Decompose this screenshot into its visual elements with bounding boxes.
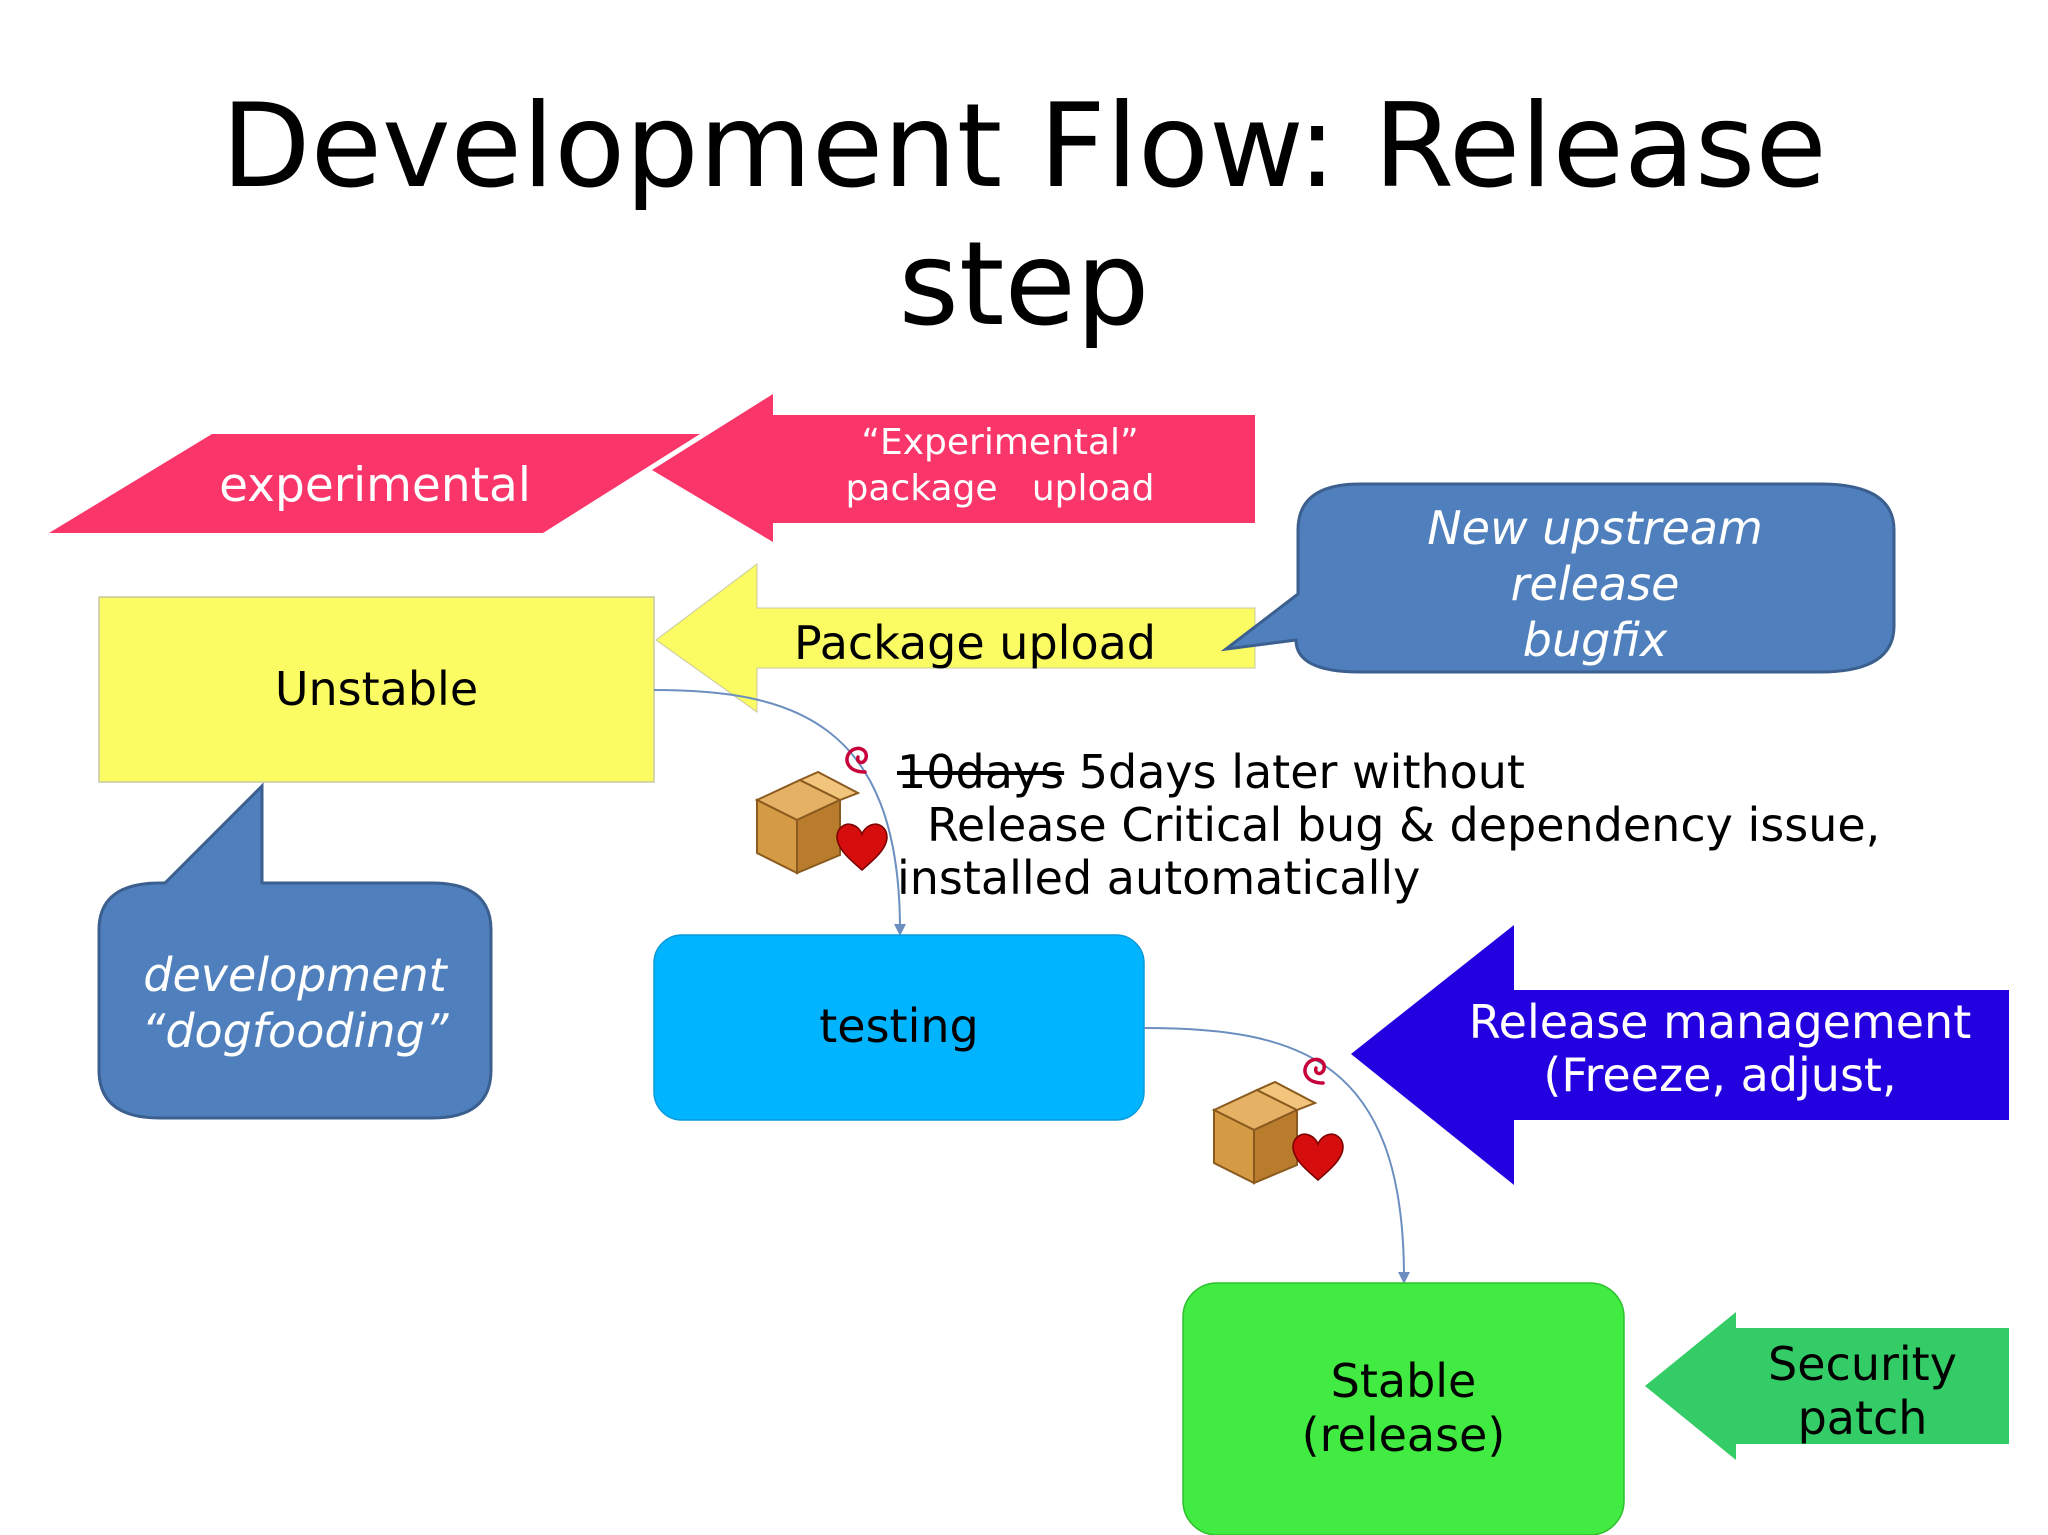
debian-swirl-icon [1303, 1057, 1326, 1085]
release-management-line-1: Release management [1468, 996, 1972, 1049]
unstable-label: Unstable [274, 662, 479, 716]
title-line-1: Development Flow: Release [221, 79, 1827, 214]
migration-line-2: Release Critical bug & dependency issue, [927, 798, 1881, 852]
security-patch-label: Security patch [1740, 1337, 1985, 1445]
stable-line-2: (release) [1301, 1408, 1506, 1462]
experimental-shape [49, 434, 700, 533]
new-upstream-line-1: New upstream [1427, 501, 1763, 555]
experimental-upload-label: “Experimental” package upload [780, 420, 1220, 512]
debian-swirl-icon [845, 746, 868, 774]
new-upstream-line-2: release [1510, 557, 1680, 611]
security-patch-line-1: Security [1768, 1337, 1957, 1391]
heart-icon [1292, 1133, 1344, 1181]
slide-title: Development Flow: Release step [0, 78, 2048, 354]
unstable-box [98, 596, 655, 783]
dogfooding-line-2: “dogfooding” [141, 1004, 449, 1058]
heart-icon [836, 823, 888, 871]
stable-box [1182, 1282, 1625, 1535]
security-patch-arrow [1645, 1312, 2009, 1460]
migration-rule-text: 10days 5days later without Release Criti… [897, 746, 2017, 905]
migration-line-1: 10days 5days later without [897, 746, 2017, 799]
new-upstream-callout [1220, 482, 1896, 674]
new-upstream-label: New upstream release bugfix [1300, 500, 1890, 668]
experimental-label: experimental [219, 458, 531, 513]
dogfooding-label: development “dogfooding” [100, 947, 490, 1059]
migration-line-1-rest: 5days later without [1064, 745, 1525, 799]
security-patch-line-2: patch [1797, 1391, 1928, 1445]
migration-line-3: installed automatically [897, 851, 1421, 905]
experimental-upload-arrow [652, 394, 1255, 542]
experimental-upload-line-1: “Experimental” [861, 422, 1139, 463]
migration-strikethrough: 10days [897, 745, 1065, 799]
testing-to-stable-connector [1143, 1027, 1410, 1284]
package-box-icon [754, 770, 861, 875]
testing-label: testing [819, 999, 979, 1053]
stable-line-1: Stable [1330, 1354, 1477, 1408]
unstable-to-testing-connector [653, 689, 906, 936]
new-upstream-line-3: bugfix [1522, 613, 1668, 667]
title-line-2: step [898, 217, 1150, 352]
release-management-label: Release management (Freeze, adjust, [1460, 996, 1980, 1108]
package-upload-label: Package upload [794, 616, 1156, 670]
dogfooding-callout [97, 782, 493, 1120]
package-box-icon [1211, 1080, 1318, 1185]
release-management-line-2: (Freeze, adjust, [1543, 1048, 1897, 1102]
experimental-upload-line-2: package upload [845, 468, 1155, 509]
dogfooding-line-1: development [143, 948, 447, 1002]
stable-label: Stable (release) [1183, 1354, 1624, 1462]
release-management-arrow [1351, 925, 2009, 1185]
